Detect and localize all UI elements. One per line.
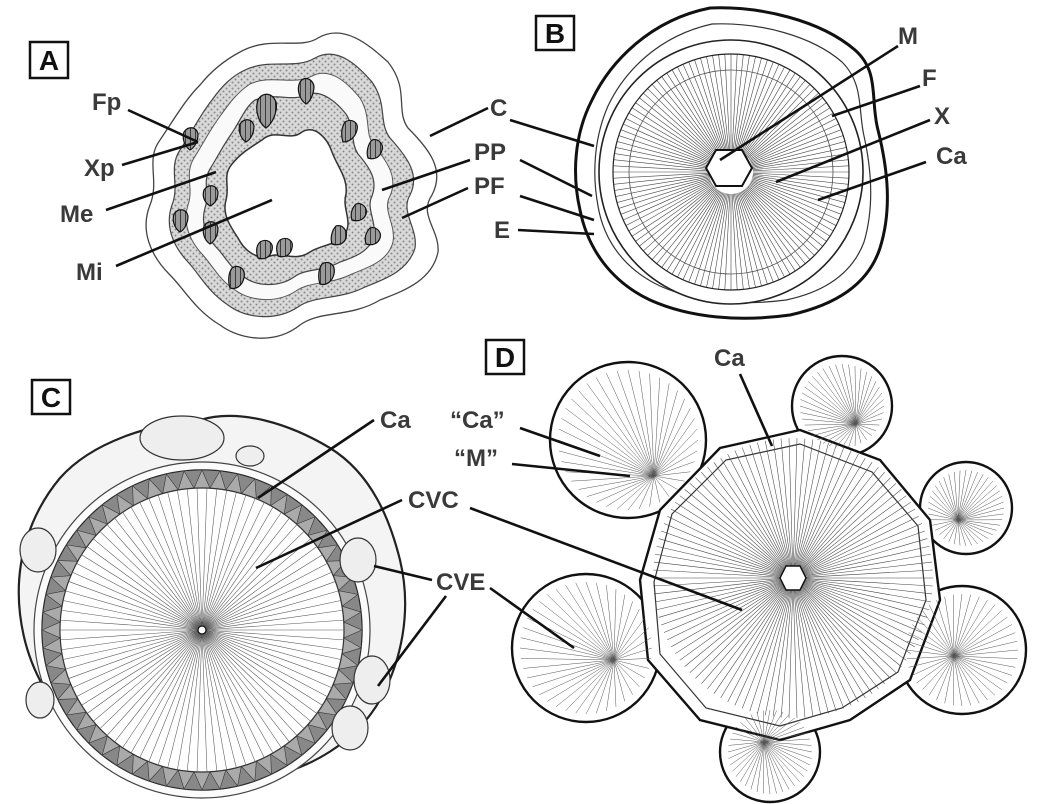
label-d-ca: Ca [714,345,745,372]
label-b-f: F [922,65,937,92]
leader-d-ca [740,374,772,446]
label-xp: Xp [84,155,115,182]
label-d-ca-quoted: “Ca” [450,407,505,434]
cortical-bundle [20,528,56,572]
panel-c: C Ca CVC CVE [19,380,486,798]
label-c: C [490,95,507,122]
label-mi: Mi [76,259,103,286]
panel-d-letter: D [495,342,515,373]
cortical-bundle [236,446,264,466]
label-me: Me [60,201,93,228]
satellite-cylinder [512,574,660,722]
cortical-bundle [26,682,54,718]
cortical-bundle [340,538,376,582]
label-fp: Fp [92,89,121,116]
panel-b-letter: B [545,18,565,49]
panel-b: B M F X Ca E [494,8,967,318]
cortical-bundle [140,416,224,460]
panel-a-letter: A [39,45,59,76]
label-b-m: M [898,23,918,50]
panel-d-pith [780,566,806,590]
label-b-x: X [934,103,950,130]
panel-d: D Ca “Ca” “M” [450,340,1026,802]
satellite-cylinder [920,462,1012,554]
bundle [365,228,380,245]
leader-c [430,108,488,136]
panel-c-letter: C [41,382,61,413]
label-c-ca: Ca [380,407,411,434]
label-pp: PP [474,139,506,166]
leader-b-e [518,230,594,234]
cortical-bundle [332,706,368,750]
label-pf: PF [474,173,505,200]
label-c-cve: CVE [436,569,485,596]
panel-c-pith [198,626,206,634]
label-d-m-quoted: “M” [454,445,498,472]
panel-a: A Fp Xp Me Mi C PP PF [30,33,507,338]
cortical-bundle [354,656,390,704]
bundle [331,226,346,245]
label-c-cvc: CVC [408,487,459,514]
label-b-e: E [494,217,510,244]
bundle [351,204,366,221]
label-b-ca: Ca [936,143,967,170]
